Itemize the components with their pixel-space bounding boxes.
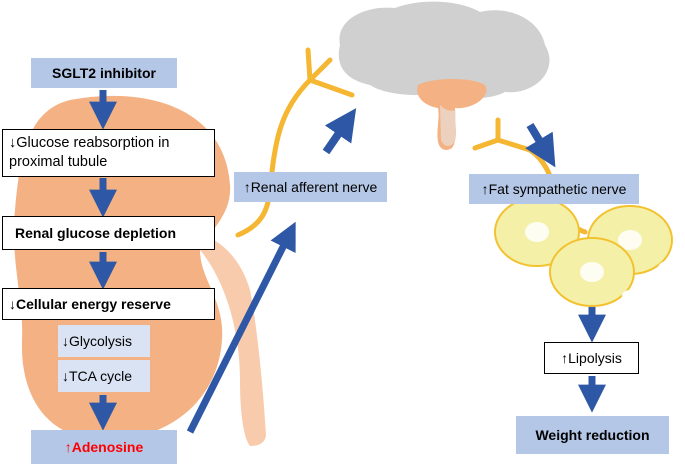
renal-glucose-depletion-label: Renal glucose depletion (15, 224, 177, 241)
adenosine-box: ↑Adenosine (31, 430, 177, 464)
tca-cycle-box: ↓TCA cycle (58, 360, 150, 392)
glycolysis-label: ↓Glycolysis (62, 332, 133, 349)
tca-cycle-label: ↓TCA cycle (62, 367, 133, 384)
ureter-shape (200, 238, 266, 446)
arrow-adenosine-to-nerve (186, 221, 296, 434)
fat-sympathetic-nerve-box: ↑Fat sympathetic nerve (469, 174, 639, 204)
cerebellum-shape (440, 105, 456, 146)
fat-sympathetic-nerve-label: ↑Fat sympathetic nerve (481, 180, 627, 197)
renal-afferent-nerve-label: ↑Renal afferent nerve (243, 178, 378, 195)
lipolysis-box: ↑Lipolysis (544, 342, 639, 374)
glycolysis-box: ↓Glycolysis (58, 325, 150, 357)
fat-cells (494, 197, 678, 307)
glucose-reabsorption-label: ↓Glucose reabsorption in proximal tubule (9, 135, 170, 170)
lipolysis-label: ↑Lipolysis (561, 349, 622, 366)
adenosine-label: ↑Adenosine (64, 438, 144, 455)
arrow-nerve-to-brain (322, 108, 357, 155)
cellular-energy-label: ↓Cellular energy reserve (9, 295, 171, 312)
glucose-reabsorption-box: ↓Glucose reabsorption in proximal tubule (2, 129, 215, 177)
brain-shape (338, 1, 550, 98)
sglt2-inhibitor-box: SGLT2 inhibitor (31, 58, 177, 88)
weight-reduction-box: Weight reduction (516, 416, 669, 454)
renal-afferent-nerve-box: ↑Renal afferent nerve (234, 172, 387, 202)
arrow-brain-to-fat (525, 122, 556, 168)
sglt2-inhibitor-label: SGLT2 inhibitor (52, 64, 156, 81)
renal-glucose-depletion-box: Renal glucose depletion (2, 216, 215, 250)
weight-reduction-label: Weight reduction (535, 426, 650, 443)
cellular-energy-box: ↓Cellular energy reserve (2, 288, 215, 320)
